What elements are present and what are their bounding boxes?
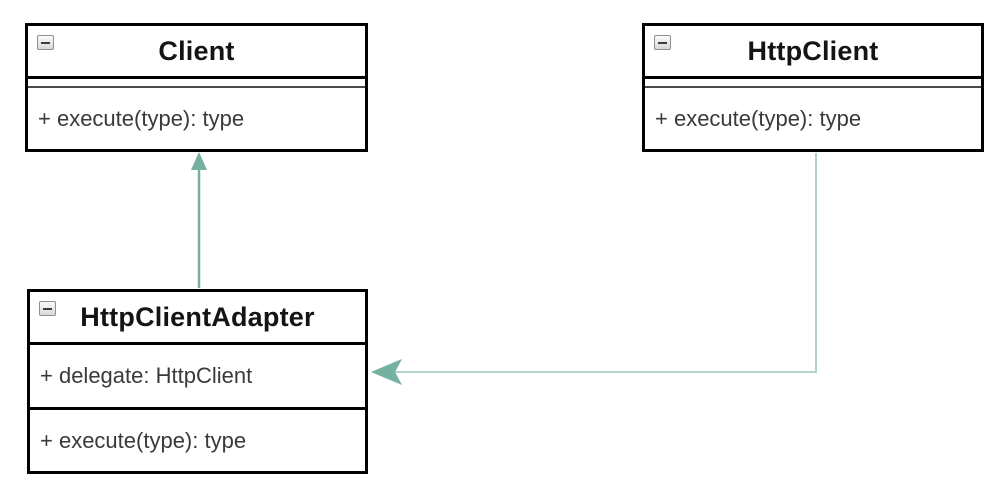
class-box-httpclientadapter[interactable]: HttpClientAdapter + delegate: HttpClient…: [27, 289, 368, 474]
methods-compartment: + execute(type): type: [28, 88, 365, 149]
methods-compartment: + execute(type): type: [30, 410, 365, 471]
attributes-compartment-empty: [645, 79, 981, 88]
methods-compartment: + execute(type): type: [645, 88, 981, 149]
class-box-httpclient[interactable]: HttpClient + execute(type): type: [642, 23, 984, 152]
attributes-compartment-empty: [28, 79, 365, 88]
class-title: HttpClient: [747, 35, 879, 66]
method-label: + execute(type): type: [40, 427, 247, 453]
class-title: HttpClientAdapter: [80, 301, 315, 332]
class-title: Client: [158, 35, 235, 66]
collapse-icon[interactable]: [37, 35, 54, 50]
arrowhead-up-icon: [191, 152, 207, 170]
method-label: + execute(type): type: [655, 105, 862, 131]
class-header: HttpClientAdapter: [30, 292, 365, 345]
class-header: HttpClient: [645, 26, 981, 79]
minus-icon: [658, 41, 667, 44]
attribute-label: + delegate: HttpClient: [40, 363, 253, 388]
collapse-icon[interactable]: [39, 301, 56, 316]
inheritance-arrow[interactable]: [191, 152, 207, 288]
association-arrow[interactable]: [371, 153, 817, 385]
arrowhead-left-icon: [371, 359, 402, 385]
class-header: Client: [28, 26, 365, 79]
method-label: + execute(type): type: [38, 105, 245, 131]
minus-icon: [41, 41, 50, 44]
association-arrow-shaft[interactable]: [394, 153, 817, 373]
attributes-compartment: + delegate: HttpClient: [30, 345, 365, 410]
collapse-icon[interactable]: [654, 35, 671, 50]
minus-icon: [43, 307, 52, 310]
class-box-client[interactable]: Client + execute(type): type: [25, 23, 368, 152]
